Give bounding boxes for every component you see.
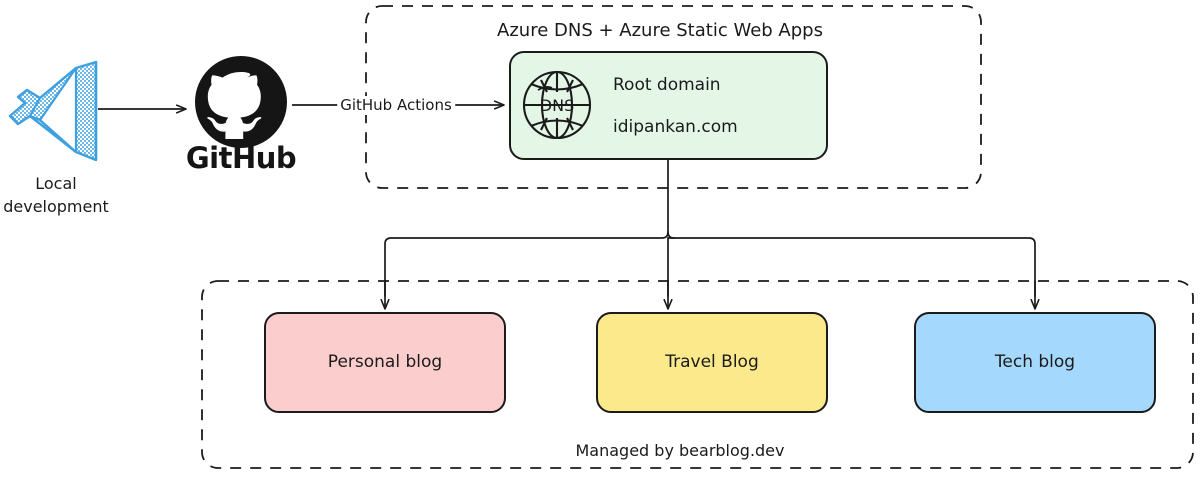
bearblog-group-boundary [201, 280, 1194, 469]
local-development-label-line2: development [3, 197, 109, 217]
dns-icon-text: DNS [539, 96, 575, 115]
root-domain-hostname: idipankan.com [613, 117, 738, 137]
travel-blog-label: Travel Blog [665, 352, 759, 372]
dns-globe-icon [522, 70, 592, 140]
vscode-icon [8, 60, 98, 162]
edge-root-domain-to-blogs [384, 158, 1036, 297]
local-development-label: Local development [3, 172, 109, 218]
bearblog-group-caption: Managed by bearblog.dev [575, 441, 785, 460]
github-wordmark: GitHub [185, 141, 297, 175]
root-domain-label: Root domain [613, 75, 721, 95]
local-development-label-line1: Local [35, 174, 77, 193]
edge-label-github-actions: GitHub Actions [337, 96, 455, 115]
tech-blog-label: Tech blog [994, 352, 1076, 372]
github-octocat-icon [195, 56, 287, 148]
tech-blog-box[interactable] [914, 312, 1156, 413]
travel-blog-box[interactable] [596, 312, 828, 413]
azure-group-title: Azure DNS + Azure Static Web Apps [497, 20, 823, 41]
personal-blog-label: Personal blog [327, 352, 443, 372]
personal-blog-box[interactable] [264, 312, 506, 413]
